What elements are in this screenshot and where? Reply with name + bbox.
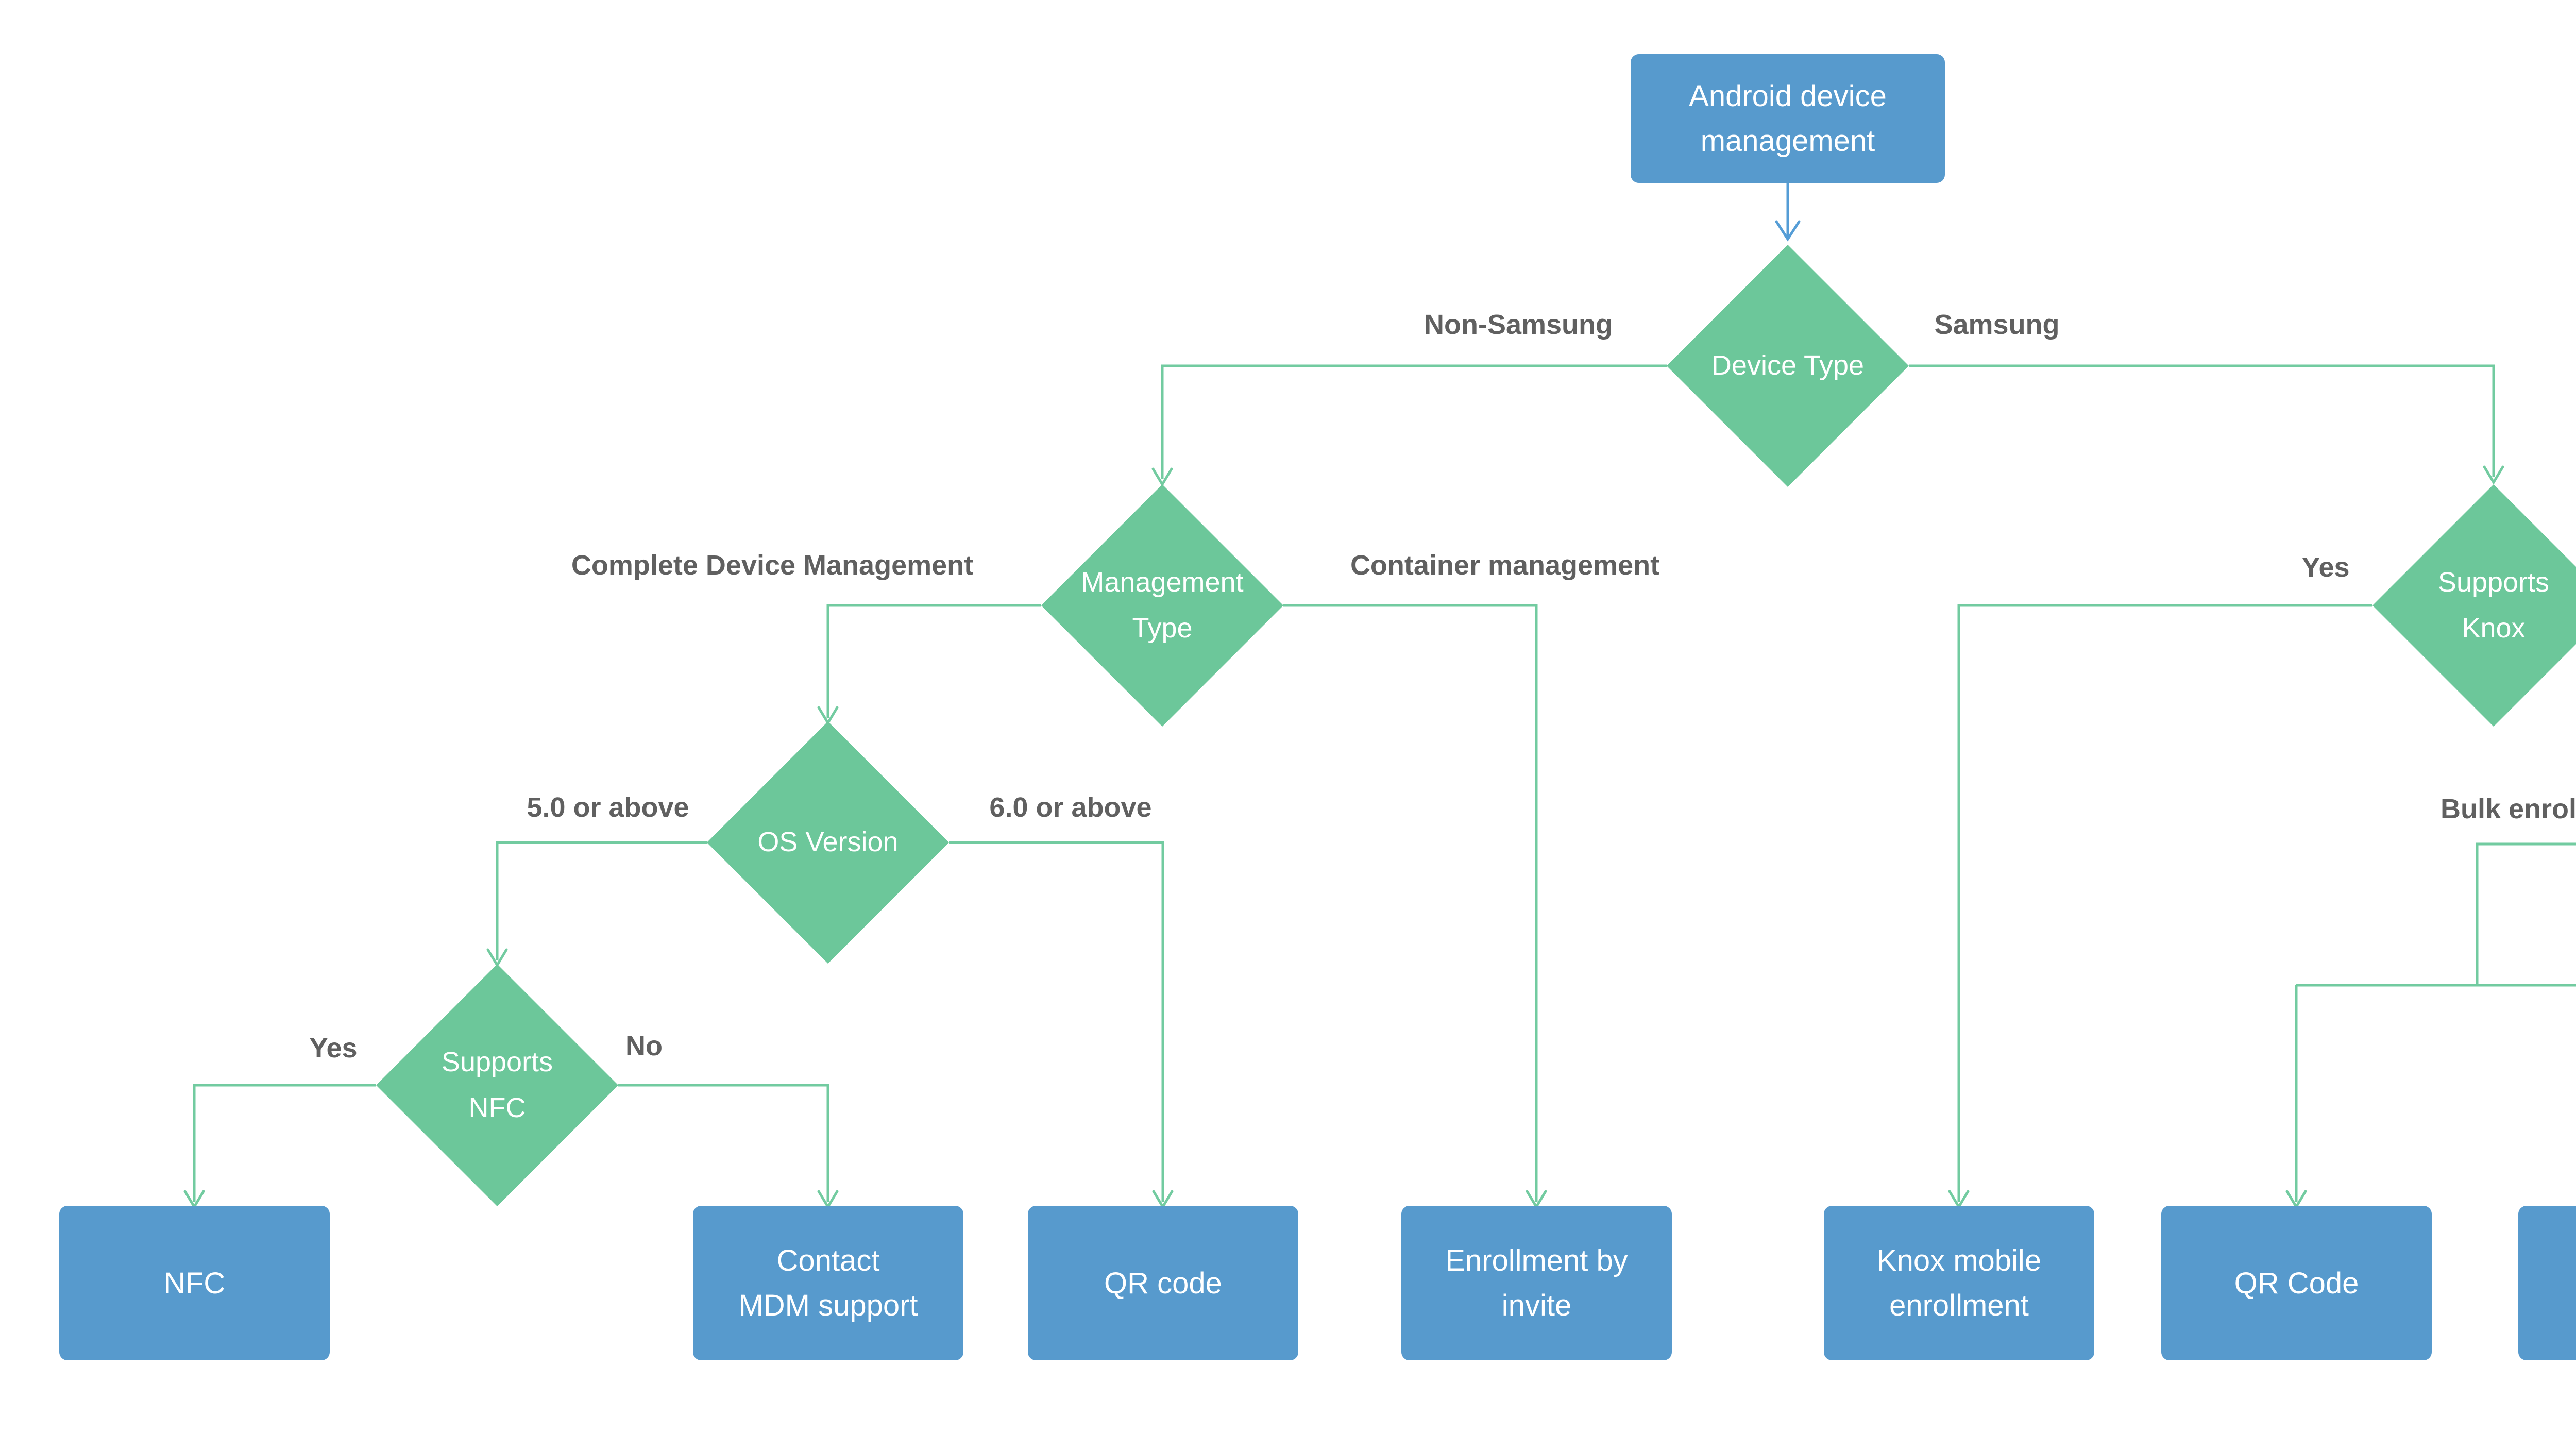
edge-label-knox-yes: Yes [2301, 552, 2350, 583]
node-label: QR code [1104, 1266, 1222, 1300]
node-contact-mdm-support: Contact MDM support [693, 1206, 963, 1360]
edge-os-version-to-qr-code [949, 841, 1164, 1202]
node-label: QR Code [2234, 1266, 2359, 1300]
edge-label-non-samsung: Non-Samsung [1423, 309, 1613, 340]
edge-label-samsung: Samsung [1934, 309, 2060, 340]
node-label: Supports NFC [441, 1046, 553, 1123]
node-label: Management Type [1081, 566, 1244, 644]
edge-device-type-to-management-type [1161, 364, 1667, 479]
edge-label-nfc-no: No [625, 1031, 663, 1061]
edge-supports-nfc-to-nfc [193, 1084, 376, 1202]
edge-label-container-management: Container management [1350, 550, 1660, 581]
node-label: Device Type [1711, 350, 1865, 381]
node-label: Knox mobile enrollment [1876, 1244, 2042, 1322]
node-nfc-left: NFC [59, 1206, 330, 1360]
arrowhead-supports-knox [2483, 465, 2504, 485]
edge-management-type-to-os-version [826, 604, 1041, 718]
node-enrollment-by-invite-left: Enrollment by invite [1401, 1206, 1672, 1360]
edge-label-complete-device-management: Complete Device Management [571, 550, 974, 581]
edge-label-bulk-enrollment: Bulk enrollment [2440, 794, 2576, 824]
node-label: NFC [163, 1266, 226, 1300]
node-label: Contact MDM support [738, 1244, 918, 1322]
node-knox-mobile-enrollment: Knox mobile enrollment [1824, 1206, 2094, 1360]
edge-device-type-to-supports-knox [1909, 364, 2495, 477]
edge-os-version-to-supports-nfc [496, 841, 707, 960]
edge-supports-nfc-to-contact-mdm [618, 1084, 829, 1202]
node-label: NFC [2527, 1261, 2576, 1306]
node-qr-code-right: QR Code [2161, 1206, 2432, 1360]
node-android-device-management: Android device management [1631, 54, 1945, 183]
node-label: OS Version [757, 827, 899, 858]
edge-management-type-to-enrollment-by-invite [1283, 604, 1538, 1202]
arrowhead-device-type [1775, 220, 1801, 242]
edge-supports-knox-to-knox-mobile [1957, 604, 2372, 1202]
edge-label-os-60-or-above: 6.0 or above [989, 792, 1152, 823]
node-label: Supports Knox [2437, 566, 2550, 644]
edge-enrollment-type-bulk-branch [2476, 842, 2576, 985]
node-label: Enrollment by invite [1445, 1244, 1628, 1322]
edge-label-nfc-yes: Yes [309, 1033, 358, 1064]
edge-label-os-50-or-above: 5.0 or above [527, 792, 689, 823]
node-label: Android device management [1689, 79, 1887, 158]
node-nfc-right: NFC [2518, 1206, 2576, 1360]
node-qr-code-left: QR code [1028, 1206, 1298, 1360]
